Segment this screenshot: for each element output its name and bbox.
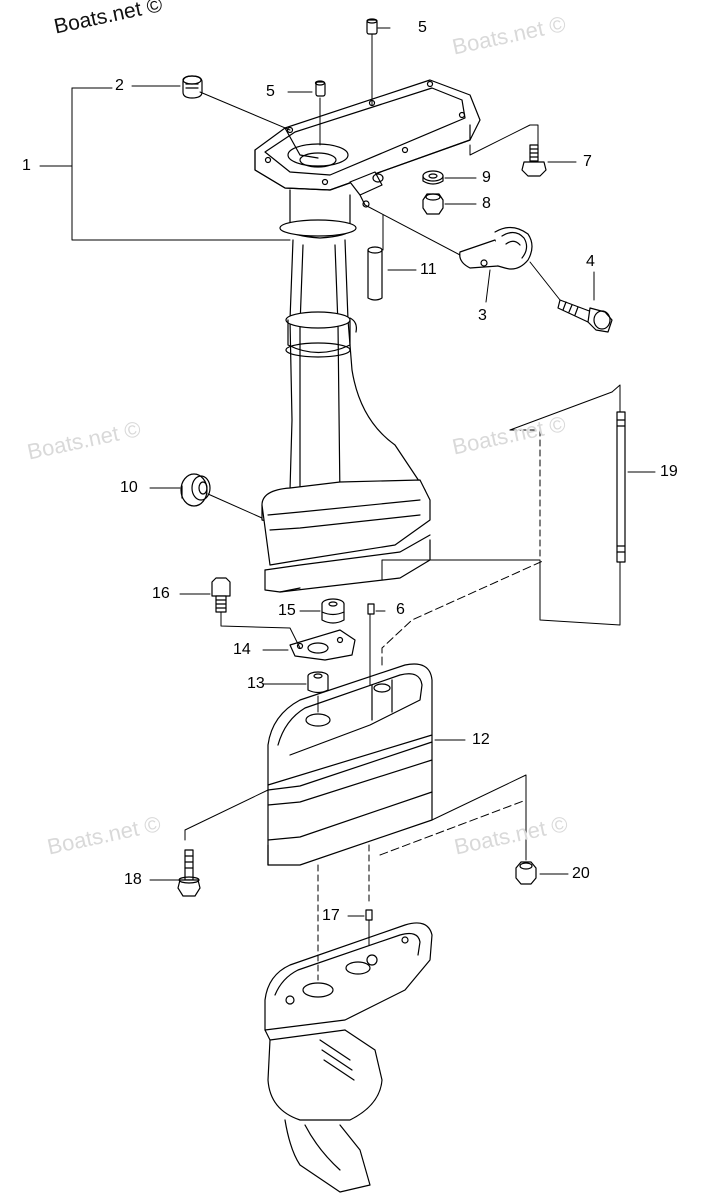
callout-17: 17 bbox=[322, 907, 340, 924]
callout-2: 2 bbox=[115, 77, 124, 94]
callout-19: 19 bbox=[660, 463, 678, 480]
nut-part-20 bbox=[515, 861, 537, 885]
callout-8: 8 bbox=[482, 195, 491, 212]
sleeve-part-13 bbox=[307, 671, 329, 694]
washer-part-9 bbox=[422, 170, 444, 185]
lower-gear-case bbox=[264, 922, 433, 1193]
callout-20: 20 bbox=[572, 865, 590, 882]
callout-14: 14 bbox=[233, 641, 251, 658]
dowel-pin-5-top bbox=[366, 18, 378, 35]
bolt-part-18 bbox=[177, 849, 201, 897]
sleeve-part-11 bbox=[367, 246, 383, 301]
dowel-pin-5-lower bbox=[314, 80, 326, 97]
pin-part-17 bbox=[365, 909, 373, 921]
pin-part-6 bbox=[367, 603, 375, 615]
mount-part-15 bbox=[321, 598, 345, 624]
callout-4: 4 bbox=[586, 253, 595, 270]
callout-5-top: 5 bbox=[418, 19, 427, 36]
callout-15: 15 bbox=[278, 602, 296, 619]
bolt-part-7 bbox=[521, 144, 547, 177]
callout-18: 18 bbox=[124, 871, 142, 888]
callout-10: 10 bbox=[120, 479, 138, 496]
callout-7: 7 bbox=[583, 153, 592, 170]
callout-9: 9 bbox=[482, 169, 491, 186]
callout-16: 16 bbox=[152, 585, 170, 602]
plate-part-14 bbox=[289, 629, 356, 661]
stud-part-19 bbox=[616, 411, 626, 563]
bolt-part-4 bbox=[557, 299, 613, 333]
callout-11: 11 bbox=[420, 261, 437, 278]
clamp-part-3 bbox=[459, 226, 533, 270]
callout-1: 1 bbox=[22, 157, 31, 174]
callout-6: 6 bbox=[396, 601, 405, 618]
driveshaft-housing bbox=[261, 189, 431, 593]
plug-part-2 bbox=[182, 75, 203, 99]
callout-13: 13 bbox=[247, 675, 265, 692]
leader-lines bbox=[39, 27, 656, 981]
callout-5-lower: 5 bbox=[266, 83, 275, 100]
callout-12: 12 bbox=[472, 731, 490, 748]
upper-mount-bracket bbox=[254, 79, 481, 208]
grommet-part-10 bbox=[180, 473, 211, 507]
extension-case-part-12 bbox=[267, 663, 433, 866]
nut-part-8 bbox=[422, 193, 444, 215]
bolt-part-16 bbox=[211, 577, 231, 613]
callout-3: 3 bbox=[478, 307, 487, 324]
